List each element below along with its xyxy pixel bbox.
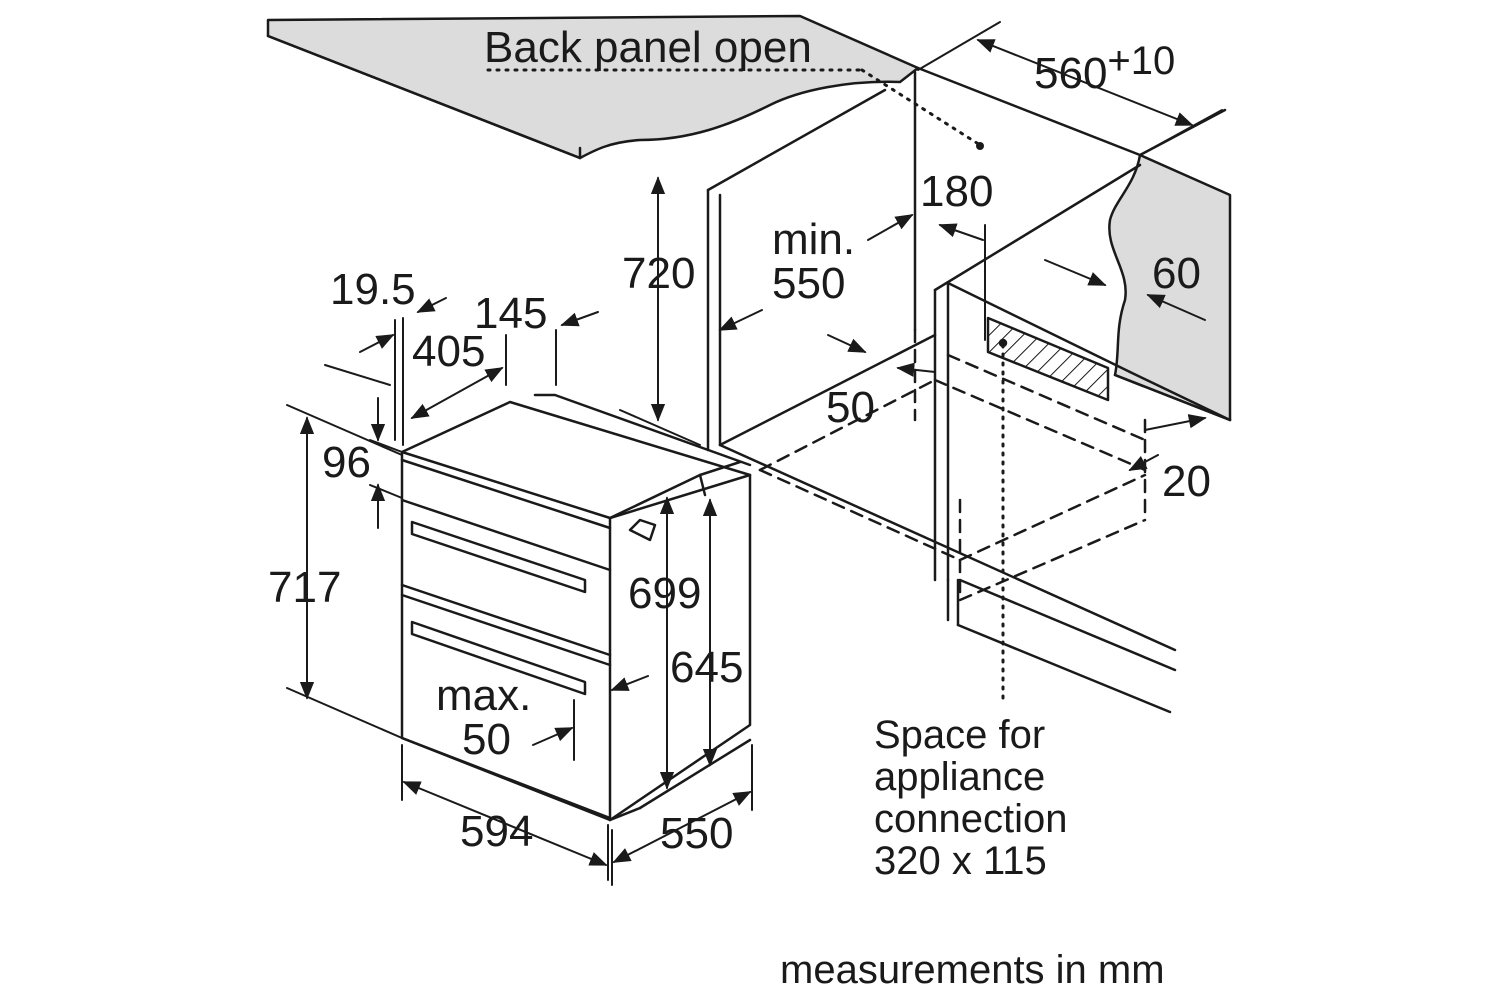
- hidden-lines: [758, 328, 1147, 602]
- dim-550-depth-label: 550: [660, 809, 734, 858]
- connection-line-4: 320 x 115: [874, 839, 1047, 883]
- dim-19-5-label: 19.5: [330, 265, 416, 314]
- dim-50-floor-label: 50: [826, 383, 875, 432]
- max-value-label: 50: [462, 715, 511, 764]
- connection-line-1: Space for: [874, 713, 1046, 757]
- dimension-lines: [286, 21, 1223, 886]
- niche-width-tolerance: +10: [1107, 39, 1176, 83]
- dim-717-label: 717: [268, 563, 342, 612]
- dim-594-label: 594: [460, 807, 534, 856]
- right-worktop: [1108, 108, 1232, 422]
- dim-145-label: 145: [474, 289, 548, 338]
- dim-405-label: 405: [412, 327, 486, 376]
- dim-699-label: 699: [628, 569, 702, 618]
- niche-depth-label: 550: [772, 259, 846, 308]
- back-panel-open-label: Back panel open: [484, 23, 812, 72]
- niche-width-value: 560: [1034, 49, 1108, 98]
- niche-height-label: 720: [622, 249, 696, 298]
- connection-line-2: appliance: [874, 755, 1046, 799]
- worktop: [266, 14, 920, 160]
- niche-width-label: 560+10: [1034, 41, 1175, 98]
- connection-note: Space for appliance connection 320 x 115: [874, 714, 1067, 882]
- units-note: measurements in mm: [780, 948, 1165, 992]
- max-label: max.: [436, 671, 532, 720]
- connection-area: [986, 316, 1110, 402]
- dim-180-label: 180: [920, 167, 994, 216]
- min-label: min.: [772, 215, 856, 264]
- dim-645-label: 645: [670, 643, 744, 692]
- connection-line-3: connection: [874, 797, 1068, 841]
- dim-60-label: 60: [1152, 249, 1201, 298]
- oven-handles: [410, 520, 587, 696]
- leader-lines: [486, 68, 1005, 702]
- dim-96-label: 96: [322, 438, 371, 487]
- dim-20-label: 20: [1162, 457, 1211, 506]
